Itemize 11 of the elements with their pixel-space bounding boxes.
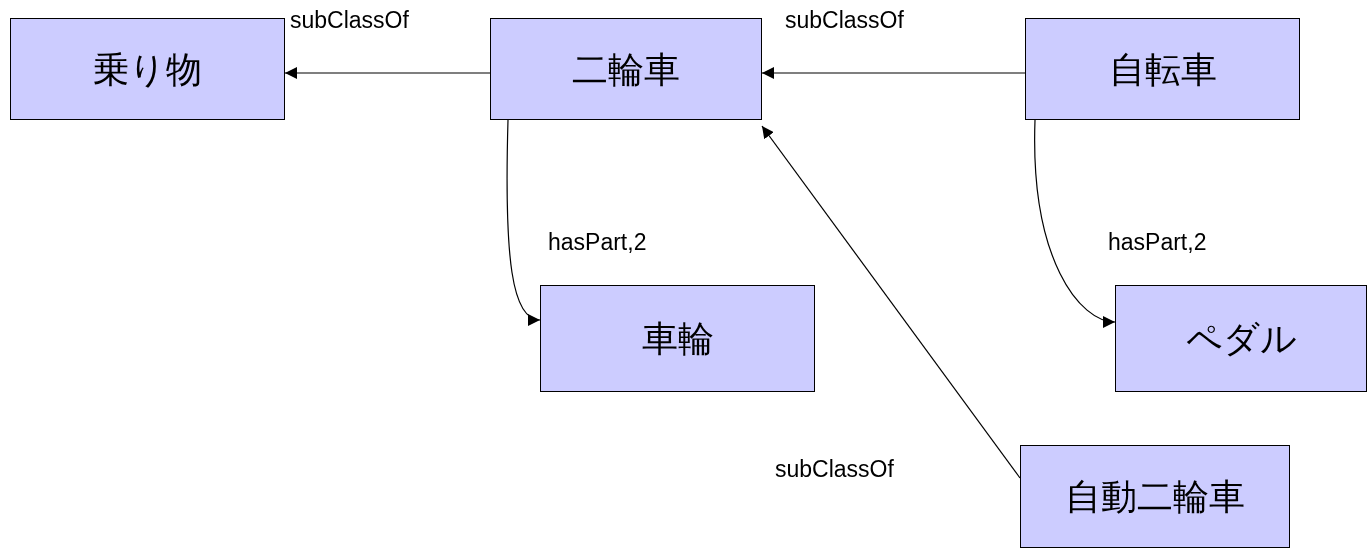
class-box: 乗り物: [10, 18, 285, 120]
arrow: [761, 125, 1021, 479]
class-box: 車輪: [540, 285, 815, 392]
class-box: 自転車: [1025, 18, 1300, 120]
arrow: [1034, 119, 1116, 327]
arrow: [284, 67, 491, 79]
arrow: [761, 67, 1026, 79]
class-box: 自動二輪車: [1020, 445, 1290, 548]
arrow: [506, 119, 541, 324]
class-box: 二輪車: [490, 18, 762, 120]
class-box: ペダル: [1115, 285, 1367, 392]
